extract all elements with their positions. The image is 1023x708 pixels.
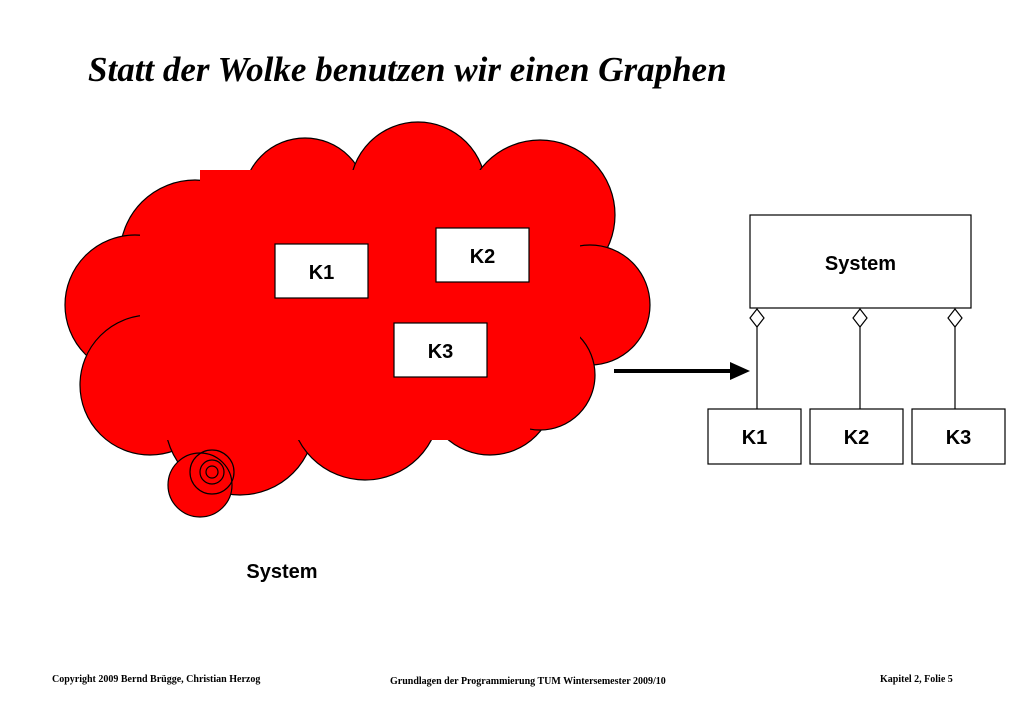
aggregation-diamond-k2 [852, 308, 868, 328]
cloud-bubbles [167, 449, 235, 518]
footer-copyright: Copyright 2009 Bernd Brügge, Christian H… [52, 674, 261, 685]
cloud-box-k2-label: K2 [470, 246, 496, 268]
aggregation-diamond-k3 [947, 308, 963, 328]
aggregation-edges [749, 308, 963, 409]
graph-box-k3: K3 [911, 408, 1006, 465]
cloud-box-k2: K2 [435, 227, 530, 283]
slide-title: Statt der Wolke benutzen wir einen Graph… [88, 50, 727, 89]
footer-course: Grundlagen der Programmierung TUM Winter… [390, 676, 666, 687]
graph-box-k2: K2 [809, 408, 904, 465]
aggregation-diamond-k1 [749, 308, 765, 328]
cloud-box-k3: K3 [393, 322, 488, 378]
cloud-box-k1-label: K1 [309, 262, 335, 284]
graph-box-k2-label: K2 [844, 427, 870, 449]
graph-box-k1-label: K1 [742, 427, 768, 449]
cloud-system-label: System [246, 561, 317, 583]
transform-arrow [614, 362, 750, 380]
cloud-box-k1: K1 [274, 243, 369, 299]
footer-slide-number: Kapitel 2, Folie 5 [880, 674, 953, 685]
graph-box-k1: K1 [707, 408, 802, 465]
graph-system-label: System [825, 253, 896, 275]
graph-box-k3-label: K3 [946, 427, 972, 449]
graph-system-box: System [749, 214, 972, 309]
cloud-box-k3-label: K3 [428, 341, 454, 363]
